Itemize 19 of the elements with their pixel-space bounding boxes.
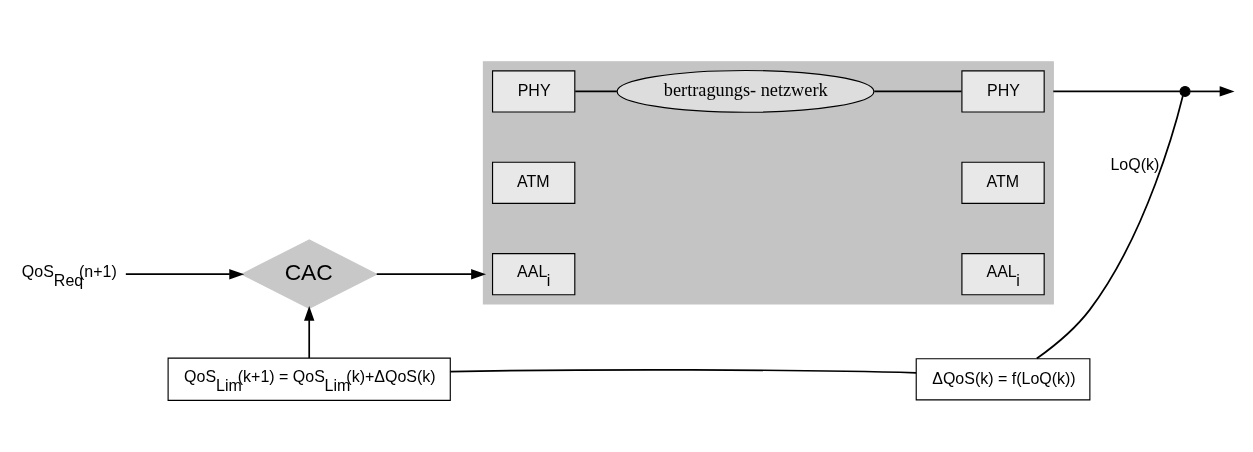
arrow (1189, 85, 1235, 97)
connector (873, 90, 963, 92)
connector (1035, 94, 1184, 359)
connector (449, 368, 917, 374)
connector (1052, 90, 1181, 92)
arrow (304, 305, 315, 359)
arrow (375, 268, 486, 279)
connector (574, 90, 618, 92)
cluster (482, 60, 1054, 304)
node-circle (1179, 85, 1191, 97)
node-box: ATM (961, 161, 1045, 204)
node-diamond: CAC (240, 238, 378, 309)
node-box: ATM (492, 161, 576, 204)
arrow (125, 268, 245, 279)
node-ellipse: bertragungs- netzwerk (616, 69, 875, 113)
node-box: ΔQoS(k) = f(LoQ(k)) (915, 357, 1091, 400)
edge-label: LoQ(k) (1110, 155, 1160, 173)
node-box: PHY (961, 69, 1045, 113)
node-box: PHY (492, 69, 576, 113)
